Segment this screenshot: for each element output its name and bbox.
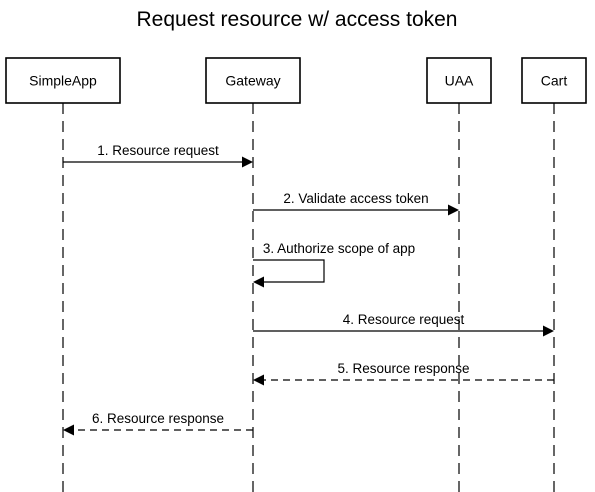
message-arrowhead-6 — [63, 424, 74, 436]
participant-cart: Cart — [521, 57, 587, 104]
lifelines — [62, 103, 555, 492]
participant-gateway: Gateway — [205, 57, 301, 104]
participants: SimpleApp Gateway UAA Cart — [5, 57, 587, 104]
participant-simpleapp: SimpleApp — [5, 57, 121, 104]
diagram-title: Request resource w/ access token — [137, 8, 458, 31]
message-label-3: 3. Authorize scope of app — [263, 241, 415, 256]
message-6: 6. Resource response — [63, 411, 253, 436]
participant-uaa: UAA — [426, 57, 492, 104]
message-label-2: 2. Validate access token — [283, 191, 428, 206]
message-label-4: 4. Resource request — [343, 312, 465, 327]
message-1: 1. Resource request — [63, 143, 253, 168]
message-label-5: 5. Resource response — [337, 361, 469, 376]
message-arrowhead-5 — [253, 374, 264, 386]
messages: 1. Resource request 2. Validate access to… — [63, 143, 554, 436]
message-arrowhead-3 — [253, 276, 264, 288]
message-arrowhead-1 — [242, 156, 253, 168]
message-5: 5. Resource response — [253, 361, 554, 386]
participant-box-gateway — [205, 57, 301, 104]
message-line-3 — [253, 259, 325, 283]
participant-label-simpleapp: SimpleApp — [29, 73, 97, 89]
participant-box-simpleapp — [5, 57, 121, 104]
participant-box-cart — [521, 57, 587, 104]
participant-label-cart: Cart — [541, 73, 568, 89]
message-label-1: 1. Resource request — [97, 143, 219, 158]
participant-label-gateway: Gateway — [225, 73, 280, 89]
participant-box-uaa — [426, 57, 492, 104]
message-arrowhead-4 — [543, 325, 554, 337]
message-4: 4. Resource request — [253, 312, 554, 337]
participant-label-uaa: UAA — [445, 73, 474, 89]
message-arrowhead-2 — [448, 204, 459, 216]
message-3: 3. Authorize scope of app — [253, 241, 415, 288]
message-label-6: 6. Resource response — [92, 411, 224, 426]
message-2: 2. Validate access token — [253, 191, 459, 216]
